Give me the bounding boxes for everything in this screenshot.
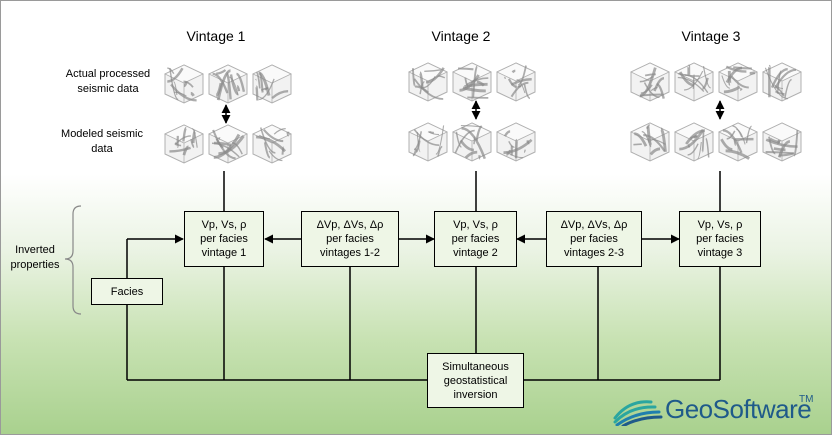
vintage-3-actual-seismic-cube bbox=[629, 61, 671, 103]
geosoftware-logo: GeoSoftware TM bbox=[611, 389, 821, 429]
box-vintage-3-properties: Vp, Vs, ρ per facies vintage 3 bbox=[679, 211, 761, 267]
vintage-1-actual-seismic-cube bbox=[207, 63, 249, 105]
box-delta-1-2: ΔVp, ΔVs, Δρ per facies vintages 1-2 bbox=[301, 211, 399, 267]
vintage-1-actual-seismic-cube bbox=[163, 63, 205, 105]
actual-data-label: Actual processed seismic data bbox=[65, 68, 151, 95]
vintage-1-actual-seismic-cube bbox=[251, 63, 293, 105]
box-delta-2-3: ΔVp, ΔVs, Δρ per facies vintages 2-3 bbox=[546, 211, 642, 267]
vintage-2-modeled-seismic-cube bbox=[451, 121, 493, 163]
vintage-3-modeled-seismic-cube bbox=[673, 121, 715, 163]
vintage-3-actual-seismic-cube bbox=[761, 61, 803, 103]
vintage-3-modeled-seismic-cube bbox=[629, 121, 671, 163]
logo-trademark: TM bbox=[799, 394, 814, 405]
vintage-2-title: Vintage 2 bbox=[431, 28, 491, 44]
modeled-data-label: Modeled seismic data bbox=[61, 128, 143, 155]
vintage-2-modeled-seismic-cube bbox=[407, 121, 449, 163]
inverted-properties-label: Inverted properties bbox=[10, 244, 60, 271]
vintage-2-modeled-seismic-cube bbox=[495, 121, 537, 163]
vintage-1-modeled-seismic-cube bbox=[163, 123, 205, 165]
vintage-2-actual-seismic-cube bbox=[495, 61, 537, 103]
inverted-brace bbox=[64, 205, 82, 315]
vintage-1-title: Vintage 1 bbox=[186, 28, 246, 44]
vintage-1-modeled-seismic-cube bbox=[207, 123, 249, 165]
vintage-3-title: Vintage 3 bbox=[681, 28, 741, 44]
box-vintage-1-properties: Vp, Vs, ρ per facies vintage 1 bbox=[184, 211, 264, 267]
box-vintage-2-properties: Vp, Vs, ρ per facies vintage 2 bbox=[434, 211, 517, 267]
logo-text: GeoSoftware bbox=[665, 394, 812, 424]
vintage-3-modeled-seismic-cube bbox=[717, 121, 759, 163]
vintage-2-actual-seismic-cube bbox=[407, 61, 449, 103]
vintage-3-actual-seismic-cube bbox=[717, 61, 759, 103]
vintage-1-modeled-seismic-cube bbox=[251, 123, 293, 165]
vintage-3-actual-seismic-cube bbox=[673, 61, 715, 103]
box-facies: Facies bbox=[91, 278, 163, 305]
geosoftware-wave-icon bbox=[613, 400, 663, 426]
vintage-2-actual-seismic-cube bbox=[451, 61, 493, 103]
box-simultaneous-inversion: Simultaneous geostatistical inversion bbox=[427, 353, 524, 408]
vintage-3-modeled-seismic-cube bbox=[761, 121, 803, 163]
